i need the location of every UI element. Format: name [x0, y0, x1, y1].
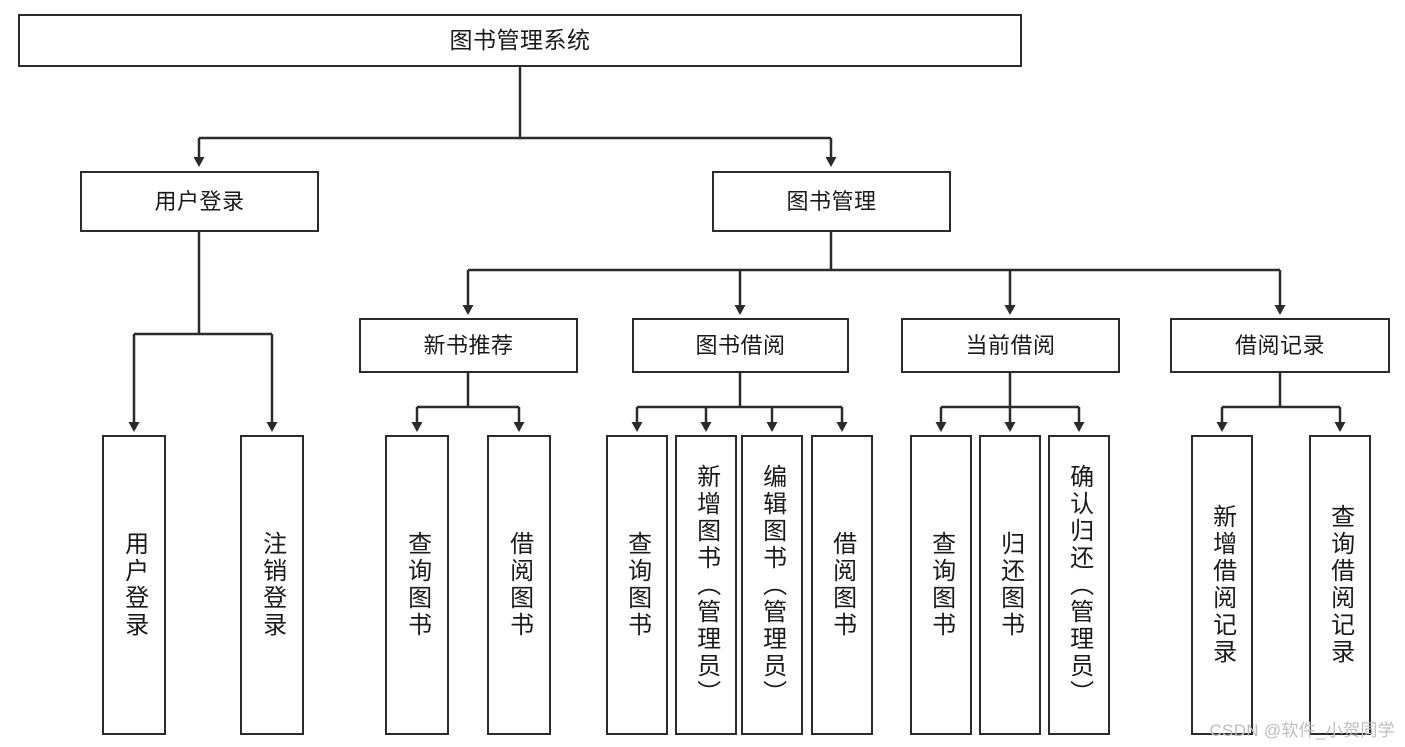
node-leaf-borrow-book-1-label: 借阅图书	[505, 531, 533, 639]
node-leaf-edit-book[interactable]: 编辑图书（管理员）	[741, 435, 803, 735]
node-current-borrow-label: 当前借阅	[965, 332, 1056, 358]
node-leaf-return-book[interactable]: 归还图书	[979, 435, 1041, 735]
node-leaf-add-record[interactable]: 新增借阅记录	[1191, 435, 1253, 735]
node-leaf-confirm-return[interactable]: 确认归还（管理员）	[1048, 435, 1110, 735]
node-leaf-confirm-return-label: 确认归还（管理员）	[1065, 463, 1093, 707]
node-root[interactable]: 图书管理系统	[18, 14, 1022, 67]
node-book-borrow[interactable]: 图书借阅	[632, 318, 849, 373]
node-user-login-label: 用户登录	[154, 188, 245, 214]
node-leaf-borrow-book-2-label: 借阅图书	[828, 531, 856, 639]
node-leaf-add-record-label: 新增借阅记录	[1208, 504, 1236, 666]
node-leaf-user-login-label: 用户登录	[120, 531, 148, 639]
node-leaf-user-login[interactable]: 用户登录	[102, 435, 166, 735]
node-book-manage[interactable]: 图书管理	[712, 171, 951, 232]
node-leaf-query-record[interactable]: 查询借阅记录	[1309, 435, 1371, 735]
node-book-borrow-label: 图书借阅	[695, 332, 786, 358]
node-leaf-logout-label: 注销登录	[258, 531, 286, 639]
node-leaf-query-book-1[interactable]: 查询图书	[385, 435, 449, 735]
node-leaf-query-book-3-label: 查询图书	[927, 531, 955, 639]
node-leaf-edit-book-label: 编辑图书（管理员）	[758, 463, 786, 707]
node-leaf-return-book-label: 归还图书	[996, 531, 1024, 639]
node-leaf-query-book-1-label: 查询图书	[403, 531, 431, 639]
node-borrow-record-label: 借阅记录	[1234, 332, 1325, 358]
node-user-login[interactable]: 用户登录	[80, 171, 319, 232]
node-leaf-logout[interactable]: 注销登录	[240, 435, 304, 735]
node-new-book-rec[interactable]: 新书推荐	[359, 318, 578, 373]
node-leaf-query-book-2[interactable]: 查询图书	[606, 435, 668, 735]
node-book-manage-label: 图书管理	[786, 188, 877, 214]
node-current-borrow[interactable]: 当前借阅	[901, 318, 1120, 373]
node-new-book-rec-label: 新书推荐	[423, 332, 514, 358]
node-leaf-query-book-2-label: 查询图书	[623, 531, 651, 639]
node-leaf-borrow-book-1[interactable]: 借阅图书	[487, 435, 551, 735]
node-borrow-record[interactable]: 借阅记录	[1170, 318, 1390, 373]
node-leaf-query-record-label: 查询借阅记录	[1326, 504, 1354, 666]
node-leaf-add-book[interactable]: 新增图书（管理员）	[675, 435, 737, 735]
node-root-label: 图书管理系统	[449, 26, 591, 53]
node-leaf-borrow-book-2[interactable]: 借阅图书	[811, 435, 873, 735]
node-leaf-add-book-label: 新增图书（管理员）	[692, 463, 720, 707]
node-leaf-query-book-3[interactable]: 查询图书	[910, 435, 972, 735]
